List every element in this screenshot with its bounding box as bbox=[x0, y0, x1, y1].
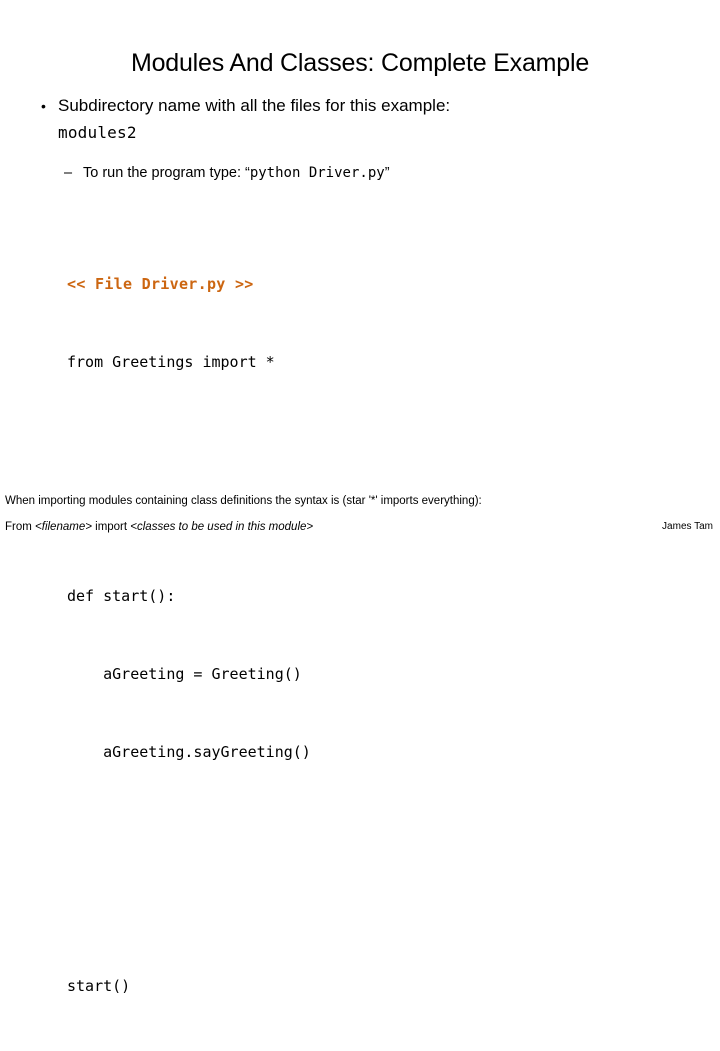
code-line-blank bbox=[67, 895, 311, 921]
subdirectory-name-value: modules2 bbox=[58, 123, 137, 142]
code-file-header: << File Driver.py >> bbox=[67, 275, 254, 293]
code-listing: << File Driver.py >> from Greetings impo… bbox=[67, 219, 311, 1051]
code-line: from Greetings import * bbox=[67, 353, 275, 371]
run-instruction-suffix: ” bbox=[384, 165, 390, 181]
bullet-level1: • Subdirectory name with all the files f… bbox=[0, 93, 720, 147]
code-line-blank bbox=[67, 817, 311, 843]
code-line: def start(): bbox=[67, 587, 176, 605]
code-line: start() bbox=[67, 977, 131, 995]
bullet-level2: – To run the program type: “python Drive… bbox=[0, 161, 720, 185]
code-line: aGreeting.sayGreeting() bbox=[67, 743, 311, 761]
note-line-2-prefix: From bbox=[5, 521, 36, 533]
slide-body: • Subdirectory name with all the files f… bbox=[0, 93, 720, 185]
dash-marker-icon: – bbox=[64, 165, 73, 181]
note-import-keyword: import bbox=[91, 521, 131, 533]
note-classes-placeholder: <classes to be used in this module> bbox=[130, 521, 314, 533]
bullet-level1-text: Subdirectory name with all the files for… bbox=[58, 96, 451, 115]
author-credit: James Tam bbox=[662, 521, 713, 532]
note-filename-placeholder: <filename> bbox=[35, 521, 92, 533]
code-line: aGreeting = Greeting() bbox=[67, 665, 302, 683]
note-line-1: When importing modules containing class … bbox=[5, 495, 482, 507]
code-line-blank bbox=[67, 427, 311, 453]
run-instruction-prefix: To run the program type: “ bbox=[83, 165, 250, 181]
page-title: Modules And Classes: Complete Example bbox=[130, 48, 590, 77]
note-line-2: From <filename> import <classes to be us… bbox=[5, 519, 313, 535]
bullet-marker-icon: • bbox=[41, 98, 46, 114]
run-command-value: python Driver.py bbox=[249, 165, 385, 181]
slide-canvas: Modules And Classes: Complete Example • … bbox=[0, 48, 720, 995]
